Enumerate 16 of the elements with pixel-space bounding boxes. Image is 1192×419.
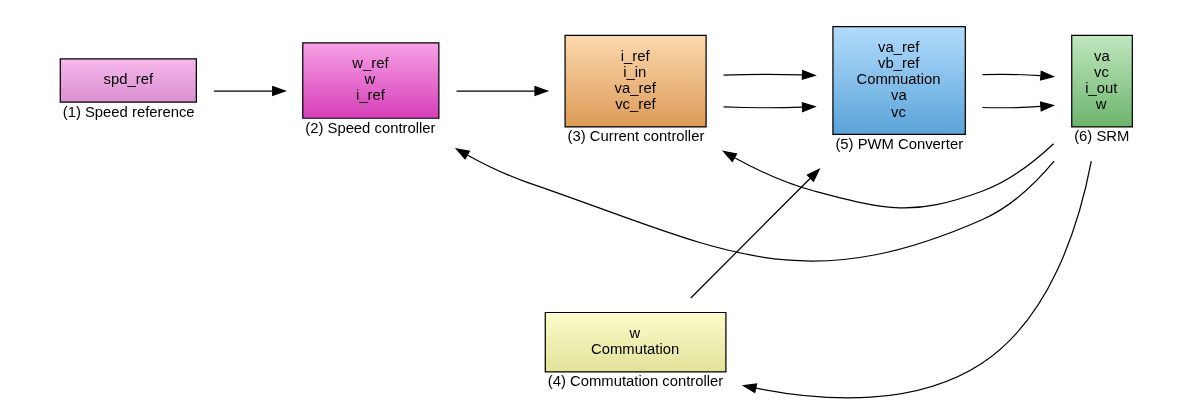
- node-label: (2) Speed controller: [305, 119, 436, 136]
- node-label: (1) Speed reference: [62, 103, 195, 120]
- arrow: [741, 160, 1092, 399]
- arrow: [213, 85, 287, 97]
- arrow: [454, 147, 1055, 262]
- arrow: [721, 143, 1055, 209]
- arrow: [981, 70, 1056, 81]
- node-label: (4) Commutation controller: [547, 373, 724, 390]
- node-label: (3) Current controller: [567, 128, 705, 145]
- arrow: [455, 85, 550, 97]
- node-label: (5) PWM Converter: [835, 135, 964, 152]
- arrow: [981, 101, 1056, 112]
- arrow: [722, 69, 817, 81]
- arrow: [690, 168, 821, 299]
- arrow: [722, 102, 817, 113]
- node-label: (6) SRM: [1074, 128, 1130, 145]
